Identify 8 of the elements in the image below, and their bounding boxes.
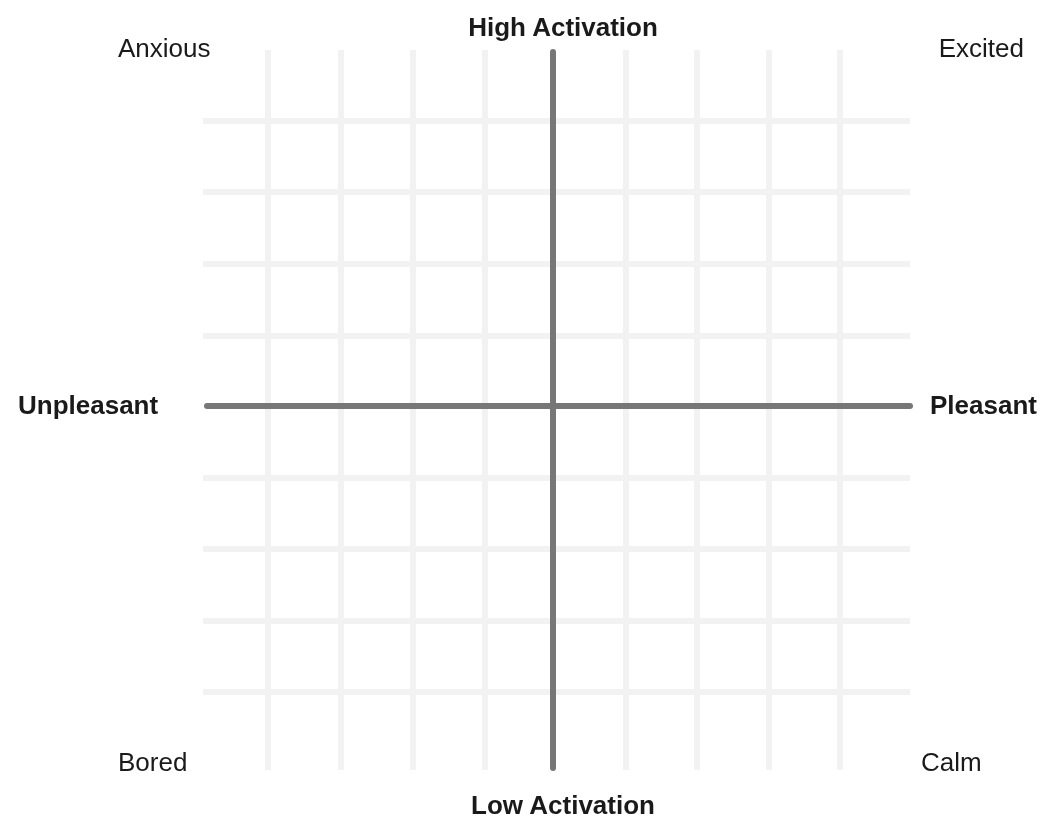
axis-label: Unpleasant — [18, 392, 159, 418]
quadrant-label: Calm — [921, 749, 982, 775]
axis-label: High Activation — [468, 14, 658, 40]
quadrant-label: Bored — [118, 749, 188, 775]
axis-label: Low Activation — [471, 792, 655, 818]
axis-label: Pleasant — [930, 392, 1037, 418]
quadrant-label: Anxious — [118, 35, 211, 61]
quadrant-label: Excited — [938, 35, 1024, 61]
